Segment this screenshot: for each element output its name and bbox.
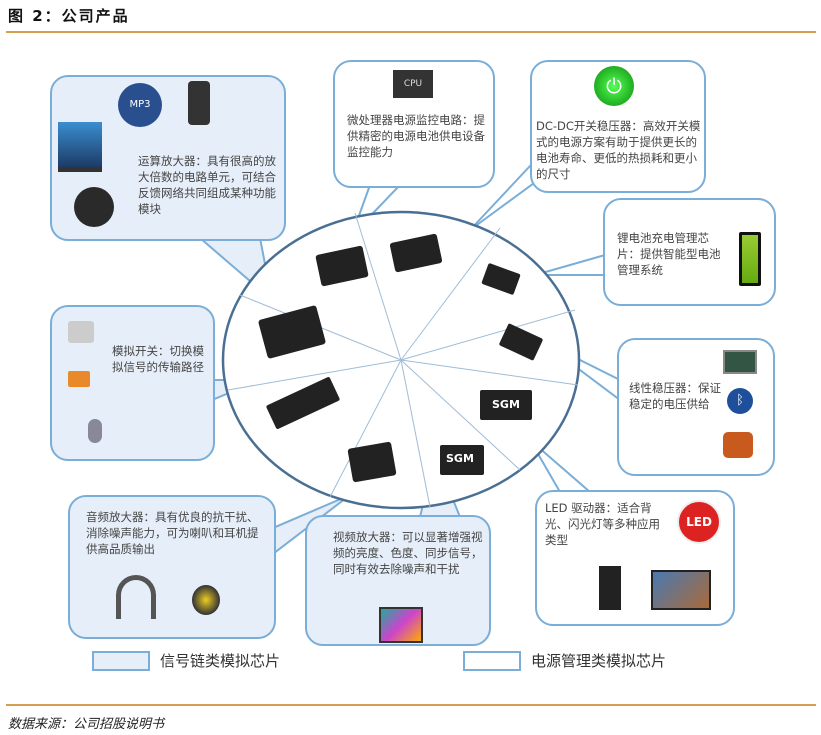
chip-plcc [258, 305, 326, 359]
cpu-icon: CPU [393, 70, 433, 98]
sgm-label-2: SGM [446, 452, 474, 465]
legend-swatch-signal [92, 650, 150, 671]
mp3-icon: MP3 [118, 83, 162, 127]
speaker-icon [192, 585, 220, 615]
legend-signal: 信号链类模拟芯片 [92, 650, 280, 671]
microphone-icon [88, 419, 102, 443]
battery-text: 锂电池充电管理芯片：提供智能型电池管理系统 [617, 231, 721, 277]
linear-text: 线性稳压器：保证稳定的电压供给 [629, 381, 721, 411]
chip-2 [389, 233, 443, 273]
camera-icon [74, 187, 114, 227]
switch-text: 模拟开关：切换模拟信号的传输路径 [112, 344, 204, 374]
tablet-icon [379, 607, 423, 643]
figure-title: 图 2：公司产品 [8, 7, 130, 25]
legend-power: 电源管理类模拟芯片 [463, 650, 666, 671]
phone-icon [188, 81, 210, 125]
headphones-icon [116, 575, 156, 619]
radio-icon [723, 432, 753, 458]
flash-icon [599, 566, 621, 610]
footer-rule [6, 704, 816, 706]
camera-small-icon [68, 321, 94, 343]
box-battery: 锂电池充电管理芯片：提供智能型电池管理系统 [603, 198, 776, 306]
power-icon: ⏻ [594, 66, 634, 106]
led-icon: LED [677, 500, 721, 544]
chip-images [258, 233, 543, 483]
laptop-icon [58, 122, 102, 172]
battery-icon [739, 232, 761, 286]
legend-label-power: 电源管理类模拟芯片 [531, 652, 667, 670]
chip-dip [266, 377, 340, 429]
dcdc-text: DC-DC开关稳压器：高效开关模式的电源方案有助于提供更长的电池寿命、更低的热损… [536, 119, 701, 181]
mcu-text: 微处理器电源监控电路：提供精密的电源电池供电设备监控能力 [347, 113, 485, 159]
chip-sgm-2 [440, 445, 484, 475]
box-dcdc: ⏻ DC-DC开关稳压器：高效开关模式的电源方案有助于提供更长的电池寿命、更低的… [530, 60, 706, 193]
chip-sgm-1 [480, 390, 532, 420]
header-rule [6, 31, 816, 33]
box-mcu: CPU 微处理器电源监控电路：提供精密的电源电池供电设备监控能力 [333, 60, 495, 188]
box-opamp: MP3 运算放大器：具有很高的放大倍数的电路单元，可结合反馈网络共同组成某种功能… [50, 75, 286, 241]
sim-card-icon [68, 371, 90, 387]
chip-6 [347, 441, 397, 483]
audio-text: 音频放大器：具有优良的抗干扰、消除噪声能力，可为喇叭和耳机提供高品质输出 [86, 510, 259, 556]
box-linear: 线性稳压器：保证稳定的电压供给 ᛒ [617, 338, 775, 476]
chip-4 [499, 323, 543, 361]
box-led: LED 驱动器：适合背光、闪光灯等多种应用类型 LED [535, 490, 735, 626]
display-icon [651, 570, 711, 610]
gps-icon [723, 350, 757, 374]
opamp-text: 运算放大器：具有很高的放大倍数的电路单元，可结合反馈网络共同组成某种功能模块 [138, 154, 276, 216]
box-audio: 音频放大器：具有优良的抗干扰、消除噪声能力，可为喇叭和耳机提供高品质输出 [68, 495, 276, 639]
video-text: 视频放大器：可以显著增强视频的亮度、色度、同步信号，同时有效去除噪声和干扰 [333, 530, 483, 576]
source-note: 数据来源：公司招股说明书 [8, 717, 165, 732]
legend-label-signal: 信号链类模拟芯片 [160, 652, 281, 670]
box-switch: 模拟开关：切换模拟信号的传输路径 [50, 305, 215, 461]
legend-swatch-power [463, 650, 521, 671]
chip-1 [315, 245, 369, 287]
led-text: LED 驱动器：适合背光、闪光灯等多种应用类型 [545, 501, 660, 547]
box-video: 视频放大器：可以显著增强视频的亮度、色度、同步信号，同时有效去除噪声和干扰 [305, 515, 491, 646]
chip-3 [481, 263, 521, 295]
sgm-label: SGM [492, 398, 520, 411]
bluetooth-icon: ᛒ [727, 388, 753, 414]
